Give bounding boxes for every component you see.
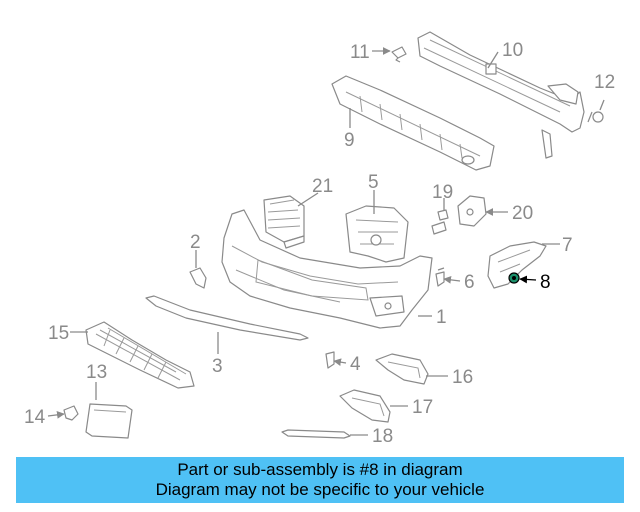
spoiler-3-part xyxy=(145,295,309,341)
plate-bracket-13-part xyxy=(85,403,133,439)
bracket-20-part xyxy=(457,195,487,227)
callout-21: 21 xyxy=(312,176,333,197)
callout-9: 9 xyxy=(344,130,355,151)
callout-10: 10 xyxy=(502,40,523,61)
callout-6: 6 xyxy=(464,272,475,293)
callout-1: 1 xyxy=(436,307,447,328)
bolt-11-part xyxy=(391,46,407,63)
callout-5: 5 xyxy=(368,172,379,193)
callout-14: 14 xyxy=(24,407,46,428)
parts-diagram: 11 10 12 9 21 5 19 20 2 7 8 6 1 3 15 4 1… xyxy=(24,31,615,447)
banner-line-part-number: Part or sub-assembly is #8 in diagram xyxy=(177,460,463,479)
screw-4-part xyxy=(325,351,335,369)
callout-16: 16 xyxy=(452,367,473,388)
energy-absorber-part xyxy=(331,75,495,171)
callout-12: 12 xyxy=(594,72,615,93)
info-banner: Part or sub-assembly is #8 in diagram Di… xyxy=(16,457,624,503)
banner-line-disclaimer: Diagram may not be specific to your vehi… xyxy=(155,480,485,499)
bracket-5-part xyxy=(345,205,409,263)
bolt-12-part xyxy=(587,111,604,123)
callout-19: 19 xyxy=(432,182,453,203)
reinforcement-bar-part xyxy=(417,31,585,159)
screw-6-part xyxy=(435,267,445,287)
callout-11: 11 xyxy=(350,42,370,63)
callout-7: 7 xyxy=(562,235,573,256)
callout-2: 2 xyxy=(190,232,201,253)
callout-18: 18 xyxy=(372,426,393,447)
trim-17-part xyxy=(339,389,391,423)
callout-4: 4 xyxy=(350,354,361,375)
clip-19-part xyxy=(431,209,449,235)
cap-2-part xyxy=(189,267,207,289)
trim-16-part xyxy=(375,353,429,385)
callout-3: 3 xyxy=(212,356,223,377)
clip-14-part xyxy=(63,405,79,421)
callout-13: 13 xyxy=(86,362,107,383)
nut-8-part xyxy=(508,272,520,284)
module-21-part xyxy=(263,195,305,249)
leader-lines xyxy=(47,47,605,436)
callout-15: 15 xyxy=(48,323,69,344)
callout-20: 20 xyxy=(512,203,533,224)
lower-grille-15-part xyxy=(85,321,195,389)
callout-17: 17 xyxy=(412,397,433,418)
bracket-7-part xyxy=(487,241,547,289)
bumper-cover-part xyxy=(221,209,433,329)
strip-18-part xyxy=(281,429,351,439)
callout-numbers: 11 10 12 9 21 5 19 20 2 7 8 6 1 3 15 4 1… xyxy=(24,40,615,447)
callout-8: 8 xyxy=(540,272,551,293)
